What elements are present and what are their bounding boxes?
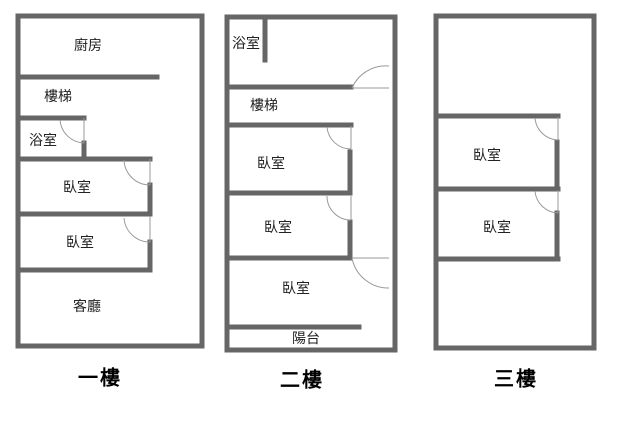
floor-title-2: 二樓 (280, 367, 324, 392)
room-label-stairs: 樓梯 (44, 89, 72, 105)
room-label-bedroom: 臥室 (483, 220, 511, 236)
floor-2-doors (326, 65, 390, 289)
room-label-stairs: 樓梯 (250, 98, 278, 114)
room-label-living-room: 客廳 (73, 299, 101, 315)
floor-title-1: 一樓 (78, 365, 122, 390)
room-label-bathroom: 浴室 (232, 36, 260, 52)
room-label-kitchen: 廚房 (74, 38, 102, 54)
room-label-bedroom: 臥室 (473, 148, 501, 164)
floor-1-doors (59, 118, 151, 243)
floor-2-walls (224, 14, 398, 353)
floor-title-3: 三樓 (494, 366, 538, 391)
room-label-bedroom: 臥室 (66, 235, 94, 251)
room-label-bedroom: 臥室 (282, 281, 310, 297)
room-label-bedroom: 臥室 (63, 180, 91, 196)
floor-3-walls (433, 13, 597, 351)
room-label-balcony: 陽台 (292, 331, 320, 347)
floor-1-walls (15, 13, 205, 349)
floor-3-doors (534, 117, 559, 214)
room-label-bedroom: 臥室 (264, 220, 292, 236)
room-label-bathroom: 浴室 (29, 133, 57, 149)
room-label-bedroom: 臥室 (257, 156, 285, 172)
